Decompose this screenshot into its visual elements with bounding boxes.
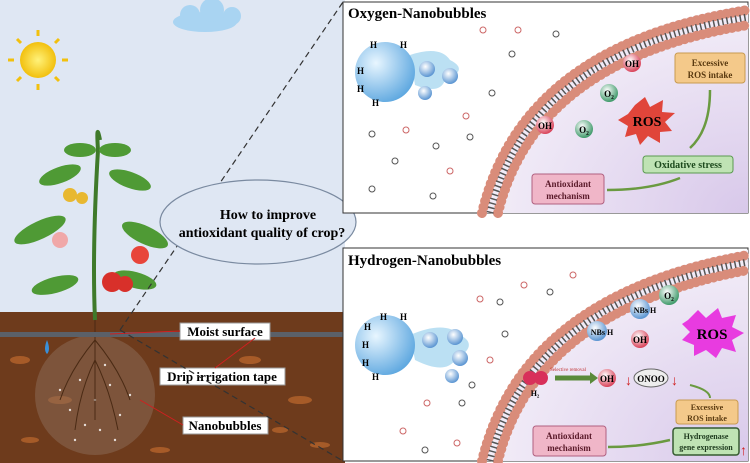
- zoom-connector-lines: [119, 1, 344, 462]
- svg-text:Oxidative stress: Oxidative stress: [654, 160, 722, 171]
- svg-text:Hydrogenase: Hydrogenase: [684, 432, 729, 441]
- cell-membrane: [477, 250, 750, 463]
- oh-radical: OH: [623, 54, 641, 72]
- svg-text:NBs H: NBs H: [634, 306, 657, 315]
- tomato-plant: [14, 130, 168, 321]
- svg-text:H₂: H₂: [531, 389, 540, 398]
- svg-text:NBs H: NBs H: [591, 328, 614, 337]
- moist-surface-label: Moist surface: [109, 322, 271, 341]
- svg-text:ROS intake: ROS intake: [688, 70, 733, 80]
- svg-text:OH: OH: [600, 374, 614, 384]
- oh-radical: OH: [536, 116, 554, 134]
- oh-radical: OH: [598, 369, 616, 387]
- svg-text:H: H: [400, 40, 407, 50]
- hydrogen-panel-title: Hydrogen-Nanobubbles: [348, 253, 501, 269]
- svg-text:antioxidant quality of crop?: antioxidant quality of crop?: [179, 226, 346, 241]
- excessive-ros-box: Excessive ROS intake: [675, 399, 739, 425]
- svg-text:How to improve: How to improve: [220, 208, 316, 223]
- small-particles: [368, 26, 560, 200]
- oxidative-stress-box: Oxidative stress: [642, 155, 734, 174]
- small-particles: [399, 271, 577, 454]
- arrow: [606, 176, 681, 192]
- cell-membrane: [477, 5, 750, 218]
- svg-text:O₂: O₂: [579, 125, 589, 135]
- decrease-arrow-icon: ↓: [625, 374, 632, 389]
- nbs-h-particle: NBs H: [587, 321, 614, 341]
- hydrogenase-gene-box: Hydrogenase gene expression: [672, 427, 740, 456]
- increase-arrow-icon: ↑: [740, 444, 747, 459]
- svg-text:H: H: [380, 312, 387, 322]
- svg-text:O₂: O₂: [664, 291, 674, 301]
- svg-text:ONOO: ONOO: [637, 374, 665, 384]
- svg-text:Moist surface: Moist surface: [187, 324, 263, 339]
- oxygen-panel-title: Oxygen-Nanobubbles: [348, 6, 487, 22]
- svg-text:H: H: [357, 84, 364, 94]
- oh-radical: OH: [631, 330, 649, 348]
- svg-text:Nanobubbles: Nanobubbles: [189, 418, 262, 433]
- ros-burst: ROS: [682, 308, 744, 358]
- excessive-ros-box: Excessive ROS intake: [674, 52, 746, 84]
- sun-icon: [8, 30, 68, 90]
- arrow: [689, 384, 711, 399]
- hydrogen-nanobubble: [355, 315, 415, 375]
- svg-text:ROS intake: ROS intake: [687, 414, 727, 423]
- svg-text:ROS: ROS: [633, 115, 662, 130]
- nanobubble-dots: [58, 363, 132, 442]
- svg-text:O₂: O₂: [604, 89, 614, 99]
- h2-molecule: H₂: [523, 371, 548, 398]
- svg-text:H: H: [400, 312, 407, 322]
- roots: [59, 320, 131, 431]
- svg-text:Antioxidant: Antioxidant: [545, 179, 591, 189]
- svg-text:H: H: [370, 40, 377, 50]
- svg-text:OH: OH: [625, 59, 639, 69]
- svg-text:H: H: [364, 322, 371, 332]
- ros-burst: ROS: [618, 97, 675, 145]
- svg-text:gene expression: gene expression: [679, 443, 733, 452]
- nbs-h-particle: NBs H: [630, 299, 657, 319]
- svg-text:H: H: [372, 98, 379, 108]
- arrow: [689, 89, 712, 149]
- svg-text:ROS: ROS: [697, 327, 728, 343]
- svg-text:H: H: [362, 358, 369, 368]
- antioxidant-mechanism-box: Antioxidant mechanism: [531, 173, 605, 205]
- selective-removal-label: Selective removal: [550, 368, 587, 373]
- o2-molecule: O₂: [575, 120, 593, 138]
- svg-text:H: H: [362, 340, 369, 350]
- o2-molecule: O₂: [600, 84, 618, 102]
- svg-text:Antioxidant: Antioxidant: [546, 431, 592, 441]
- water-drop-icon: [45, 340, 49, 354]
- svg-text:mechanism: mechanism: [547, 443, 591, 453]
- decrease-arrow-icon: ↓: [671, 374, 678, 389]
- svg-text:OH: OH: [538, 121, 552, 131]
- svg-text:Excessive: Excessive: [691, 403, 724, 412]
- svg-text:OH: OH: [633, 335, 647, 345]
- svg-text:Excessive: Excessive: [692, 58, 729, 68]
- nanobubbles-label: Nanobubbles: [139, 399, 269, 435]
- drip-irrigation-tape: [0, 332, 345, 337]
- antioxidant-mechanism-box: Antioxidant mechanism: [532, 425, 607, 457]
- question-bubble: How to improve antioxidant quality of cr…: [159, 179, 357, 265]
- svg-text:Drip irrigation tape: Drip irrigation tape: [167, 369, 277, 384]
- svg-text:H: H: [357, 66, 364, 76]
- onoo-molecule: ONOO: [633, 368, 669, 388]
- arrow: [607, 438, 671, 449]
- svg-text:mechanism: mechanism: [546, 191, 590, 201]
- cloud-icon: [173, 0, 241, 32]
- o2-molecule: O₂: [659, 285, 679, 305]
- oxygen-nanobubble: [355, 42, 415, 102]
- svg-text:H: H: [372, 372, 379, 382]
